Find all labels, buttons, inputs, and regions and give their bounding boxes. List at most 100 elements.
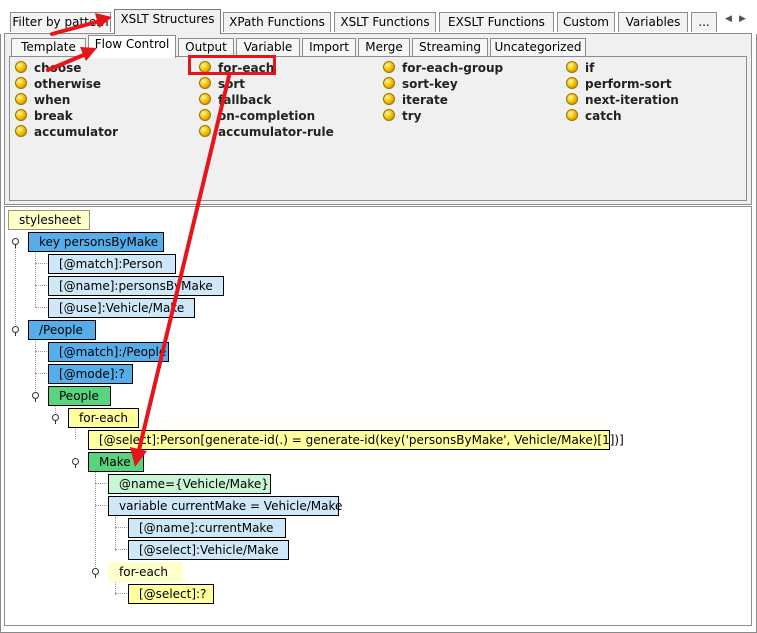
tab-output[interactable]: Output [178, 38, 234, 57]
list-item[interactable]: sort [199, 76, 245, 92]
bullet-icon [566, 61, 578, 73]
tab-xslt-functions[interactable]: XSLT Functions [334, 12, 436, 32]
bullet-icon [15, 125, 27, 137]
tree-node-variable-name[interactable]: [@name]:currentMake [128, 518, 286, 538]
bullet-icon [15, 109, 27, 121]
tree-node-key-use[interactable]: [@use]:Vehicle/Make [48, 298, 195, 318]
list-item[interactable]: sort-key [383, 76, 458, 92]
structures-panel: Template Flow Control Output Variable Im… [4, 33, 752, 205]
tree-node-for-each-new[interactable]: for-each [108, 562, 183, 582]
flow-control-list: choose otherwise when break accumulator … [9, 56, 747, 201]
bullet-icon [15, 61, 27, 73]
expand-toggle-icon[interactable] [12, 238, 19, 248]
bullet-icon [383, 93, 395, 105]
tree-connector [115, 593, 127, 594]
expand-toggle-icon[interactable] [12, 326, 19, 336]
tree-node-key-match[interactable]: [@match]:Person [48, 254, 176, 274]
list-item[interactable]: if [566, 60, 594, 76]
tree-node-make-name[interactable]: @name={Vehicle/Make} [108, 474, 271, 494]
list-item[interactable]: break [15, 108, 73, 124]
tab-xpath-functions[interactable]: XPath Functions [223, 12, 331, 32]
bullet-icon [383, 61, 395, 73]
list-item[interactable]: accumulator [15, 124, 118, 140]
bullet-icon [566, 93, 578, 105]
tree-node-for-each-new-select[interactable]: [@select]:? [128, 584, 214, 604]
tab-filter-by-pattern[interactable]: Filter by pattern [10, 12, 111, 32]
list-item[interactable]: iterate [383, 92, 448, 108]
tree-node-template-people[interactable]: /People [28, 320, 96, 340]
list-item[interactable]: next-iteration [566, 92, 679, 108]
list-item[interactable]: try [383, 108, 421, 124]
scroll-left-icon[interactable]: ◀ [725, 14, 732, 24]
tab-exslt-functions[interactable]: EXSLT Functions [439, 12, 554, 32]
list-item[interactable]: on-completion [199, 108, 315, 124]
bullet-icon [199, 109, 211, 121]
list-item[interactable]: fallback [199, 92, 271, 108]
scroll-right-icon[interactable]: ▶ [739, 14, 746, 24]
tree-connector [95, 483, 107, 484]
tab-flow-control[interactable]: Flow Control [88, 35, 176, 58]
tree-node-key[interactable]: key personsByMake [28, 232, 164, 252]
tree-connector [35, 329, 36, 395]
tree-connector [55, 395, 56, 417]
list-item[interactable]: when [15, 92, 70, 108]
expand-toggle-icon[interactable] [92, 568, 99, 578]
bullet-icon [566, 109, 578, 121]
tab-xslt-structures[interactable]: XSLT Structures [114, 9, 221, 34]
bullet-icon [15, 93, 27, 105]
tree-connector [95, 469, 96, 567]
tree-node-make[interactable]: Make [88, 452, 144, 472]
tree-connector [35, 307, 47, 308]
list-item[interactable]: for-each-group [383, 60, 503, 76]
expand-toggle-icon[interactable] [52, 414, 59, 424]
tab-template[interactable]: Template [11, 38, 86, 57]
tree-node-for-each-select[interactable]: [@select]:Person[generate-id(.) = genera… [88, 430, 624, 450]
list-item[interactable]: choose [15, 60, 81, 76]
tree-node-key-name[interactable]: [@name]:personsByMake [48, 276, 224, 296]
tab-streaming[interactable]: Streaming [412, 38, 488, 57]
tree-connector [15, 241, 16, 329]
bullet-icon [15, 77, 27, 89]
tree-connector [35, 373, 47, 374]
tree-connector [35, 351, 47, 352]
tab-import[interactable]: Import [302, 38, 356, 57]
expand-toggle-icon[interactable] [72, 458, 79, 468]
tab-merge[interactable]: Merge [358, 38, 410, 57]
tab-variable[interactable]: Variable [236, 38, 300, 57]
tree-node-template-match[interactable]: [@match]:/People [48, 342, 169, 362]
tree-node-stylesheet[interactable]: stylesheet [8, 210, 90, 230]
tab-more[interactable]: ... [691, 12, 717, 32]
tree-node-for-each[interactable]: for-each [68, 408, 139, 428]
tree-connector [115, 581, 116, 595]
tab-variables[interactable]: Variables [618, 12, 688, 32]
tree-node-variable-select[interactable]: [@select]:Vehicle/Make [128, 540, 289, 560]
bullet-icon [566, 77, 578, 89]
for-each-highlight-box [188, 55, 276, 75]
list-item[interactable]: perform-sort [566, 76, 672, 92]
list-item[interactable]: otherwise [15, 76, 101, 92]
list-item[interactable]: catch [566, 108, 622, 124]
top-tab-bar: Filter by pattern XSLT Structures XPath … [0, 0, 757, 34]
tree-node-people[interactable]: People [48, 386, 111, 406]
xslt-tree: stylesheet key personsByMake [@match]:Pe… [4, 206, 752, 626]
tree-connector [115, 549, 127, 550]
bullet-icon [383, 109, 395, 121]
bullet-icon [199, 93, 211, 105]
tree-node-variable[interactable]: variable currentMake = Vehicle/Make [108, 496, 342, 516]
tree-connector [75, 417, 76, 439]
tab-custom[interactable]: Custom [557, 12, 615, 32]
tree-connector [115, 517, 116, 551]
tree-connector [35, 241, 36, 307]
tree-connector [95, 505, 107, 506]
tree-node-template-mode[interactable]: [@mode]:? [48, 364, 133, 384]
tab-uncategorized[interactable]: Uncategorized [490, 38, 586, 57]
bullet-icon [199, 77, 211, 89]
list-item-for-each[interactable]: for-each [199, 60, 274, 76]
tree-connector [35, 285, 47, 286]
bullet-icon [383, 77, 395, 89]
tree-connector [115, 527, 127, 528]
tree-connector [35, 263, 47, 264]
expand-toggle-icon[interactable] [32, 392, 39, 402]
list-item[interactable]: accumulator-rule [199, 124, 334, 140]
bullet-icon [199, 125, 211, 137]
